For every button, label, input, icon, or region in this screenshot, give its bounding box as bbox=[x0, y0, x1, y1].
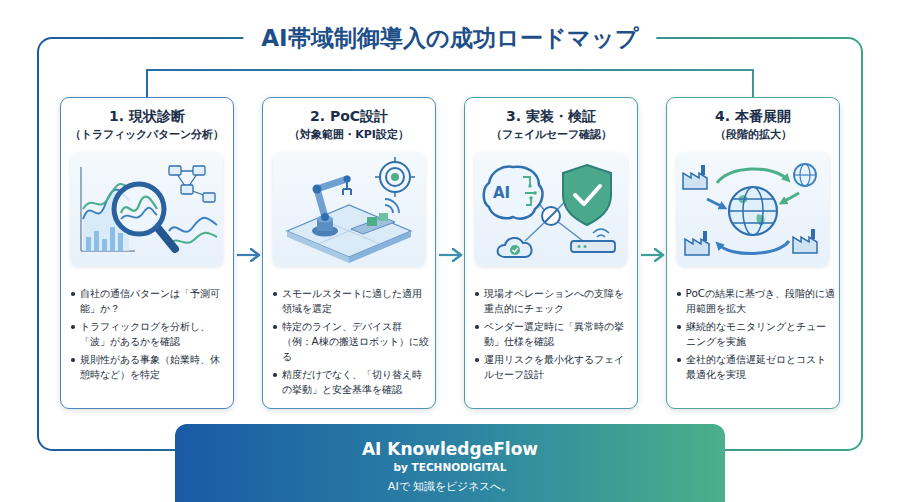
bullet-dot bbox=[71, 325, 75, 329]
step-heading: 2. PoC設計 bbox=[263, 106, 435, 126]
illustration-panel bbox=[273, 153, 425, 266]
brand-banner: AI KnowledgeFlowby TECHNODIGITAL AIで 知識をビ… bbox=[175, 424, 725, 502]
bullet-text: 特定のライン、デバイス群（例：A棟の搬送ロボット）に絞る bbox=[282, 319, 432, 364]
step-card: 4. 本番展開（段階的拡大） PoCの結果に基づき、段階的に適用範囲を拡大継続的な… bbox=[666, 97, 840, 409]
bullet-dot bbox=[677, 292, 681, 296]
step-subtitle: （トラフィックパターン分析） bbox=[61, 126, 233, 143]
bullet-item: ベンダー選定時に「異常時の挙動」仕様を確認 bbox=[475, 319, 633, 349]
step-heading: 4. 本番展開 bbox=[667, 106, 839, 126]
bullet-item: PoCの結果に基づき、段階的に適用範囲を拡大 bbox=[677, 286, 835, 316]
bullet-item: 全社的な通信遅延ゼロとコスト最適化を実現 bbox=[677, 352, 835, 382]
bullet-item: 特定のライン、デバイス群（例：A棟の搬送ロボット）に絞る bbox=[273, 319, 431, 364]
brand-name: AI KnowledgeFlow bbox=[175, 438, 725, 460]
bullet-text: ベンダー選定時に「異常時の挙動」仕様を確認 bbox=[484, 319, 634, 349]
illustration-panel bbox=[71, 153, 223, 266]
step-card: 1. 現状診断（トラフィックパターン分析） 自社の通信パターンは「予測可能」か？ト… bbox=[60, 97, 234, 409]
bullet-list: 現場オペレーションへの支障を重点的にチェックベンダー選定時に「異常時の挙動」仕様… bbox=[465, 286, 637, 382]
bullet-text: 自社の通信パターンは「予測可能」か？ bbox=[80, 286, 230, 316]
bullet-dot bbox=[273, 325, 277, 329]
icon-label: AI bbox=[493, 184, 510, 202]
loop-connector bbox=[147, 70, 753, 97]
step-card: 3. 実装・検証（フェイルセーフ確認） AI 現場オペレーションへの支障を重点的にチ… bbox=[464, 97, 638, 409]
bullet-dot bbox=[677, 325, 681, 329]
brand-company: by TECHNODIGITAL bbox=[175, 460, 725, 474]
bullet-dot bbox=[71, 292, 75, 296]
flow-arrow bbox=[439, 254, 461, 256]
step-subtitle: （対象範囲・KPI設定） bbox=[263, 126, 435, 143]
bullet-text: 現場オペレーションへの支障を重点的にチェック bbox=[484, 286, 634, 316]
bullet-text: 規則性がある事象（始業時、休憩時など）を特定 bbox=[80, 352, 230, 382]
step-heading: 3. 実装・検証 bbox=[465, 106, 637, 126]
illustration bbox=[475, 153, 627, 266]
bullet-text: 全社的な通信遅延ゼロとコスト最適化を実現 bbox=[686, 352, 836, 382]
brand-tagline: AIで 知識をビジネスへ。 bbox=[175, 479, 725, 495]
flow-arrow bbox=[641, 254, 663, 256]
bullet-text: トラフィックログを分析し、「波」があるかを確認 bbox=[80, 319, 230, 349]
bullet-dot bbox=[273, 373, 277, 377]
bullet-dot bbox=[273, 292, 277, 296]
bullet-item: 自社の通信パターンは「予測可能」か？ bbox=[71, 286, 229, 316]
bullet-item: 精度だけでなく、「切り替え時の挙動」と安全基準を確認 bbox=[273, 367, 431, 397]
bullet-item: 現場オペレーションへの支障を重点的にチェック bbox=[475, 286, 633, 316]
step-heading: 1. 現状診断 bbox=[61, 106, 233, 126]
bullet-item: スモールスタートに適した適用領域を選定 bbox=[273, 286, 431, 316]
illustration-panel: AI bbox=[475, 153, 627, 266]
illustration bbox=[677, 153, 829, 266]
bullet-list: PoCの結果に基づき、段階的に適用範囲を拡大継続的なモニタリングとチューニングを… bbox=[667, 286, 839, 382]
bullet-text: PoCの結果に基づき、段階的に適用範囲を拡大 bbox=[686, 286, 836, 316]
frame-line bbox=[38, 38, 862, 450]
step-subtitle: （フェイルセーフ確認） bbox=[465, 126, 637, 143]
bullet-text: 運用リスクを最小化するフェイルセーフ設計 bbox=[484, 352, 634, 382]
bullet-item: 継続的なモニタリングとチューニングを実施 bbox=[677, 319, 835, 349]
bullet-dot bbox=[475, 358, 479, 362]
bullet-item: 運用リスクを最小化するフェイルセーフ設計 bbox=[475, 352, 633, 382]
illustration-panel bbox=[677, 153, 829, 266]
flow-arrow bbox=[237, 254, 259, 256]
bullet-dot bbox=[677, 358, 681, 362]
title: AI帯域制御導入の成功ロードマップ bbox=[243, 23, 656, 53]
bullet-list: 自社の通信パターンは「予測可能」か？トラフィックログを分析し、「波」があるかを確… bbox=[61, 286, 233, 382]
bullet-list: スモールスタートに適した適用領域を選定特定のライン、デバイス群（例：A棟の搬送ロ… bbox=[263, 286, 435, 397]
bullet-dot bbox=[475, 292, 479, 296]
bullet-dot bbox=[475, 325, 479, 329]
bullet-text: 継続的なモニタリングとチューニングを実施 bbox=[686, 319, 836, 349]
illustration bbox=[71, 153, 223, 266]
bullet-text: スモールスタートに適した適用領域を選定 bbox=[282, 286, 432, 316]
step-card: 2. PoC設計（対象範囲・KPI設定） スモールスタートに適した適用領域を選定特… bbox=[262, 97, 436, 409]
bullet-item: 規則性がある事象（始業時、休憩時など）を特定 bbox=[71, 352, 229, 382]
step-subtitle: （段階的拡大） bbox=[667, 126, 839, 143]
bullet-text: 精度だけでなく、「切り替え時の挙動」と安全基準を確認 bbox=[282, 367, 432, 397]
illustration bbox=[273, 153, 425, 266]
bullet-item: トラフィックログを分析し、「波」があるかを確認 bbox=[71, 319, 229, 349]
bullet-dot bbox=[71, 358, 75, 362]
